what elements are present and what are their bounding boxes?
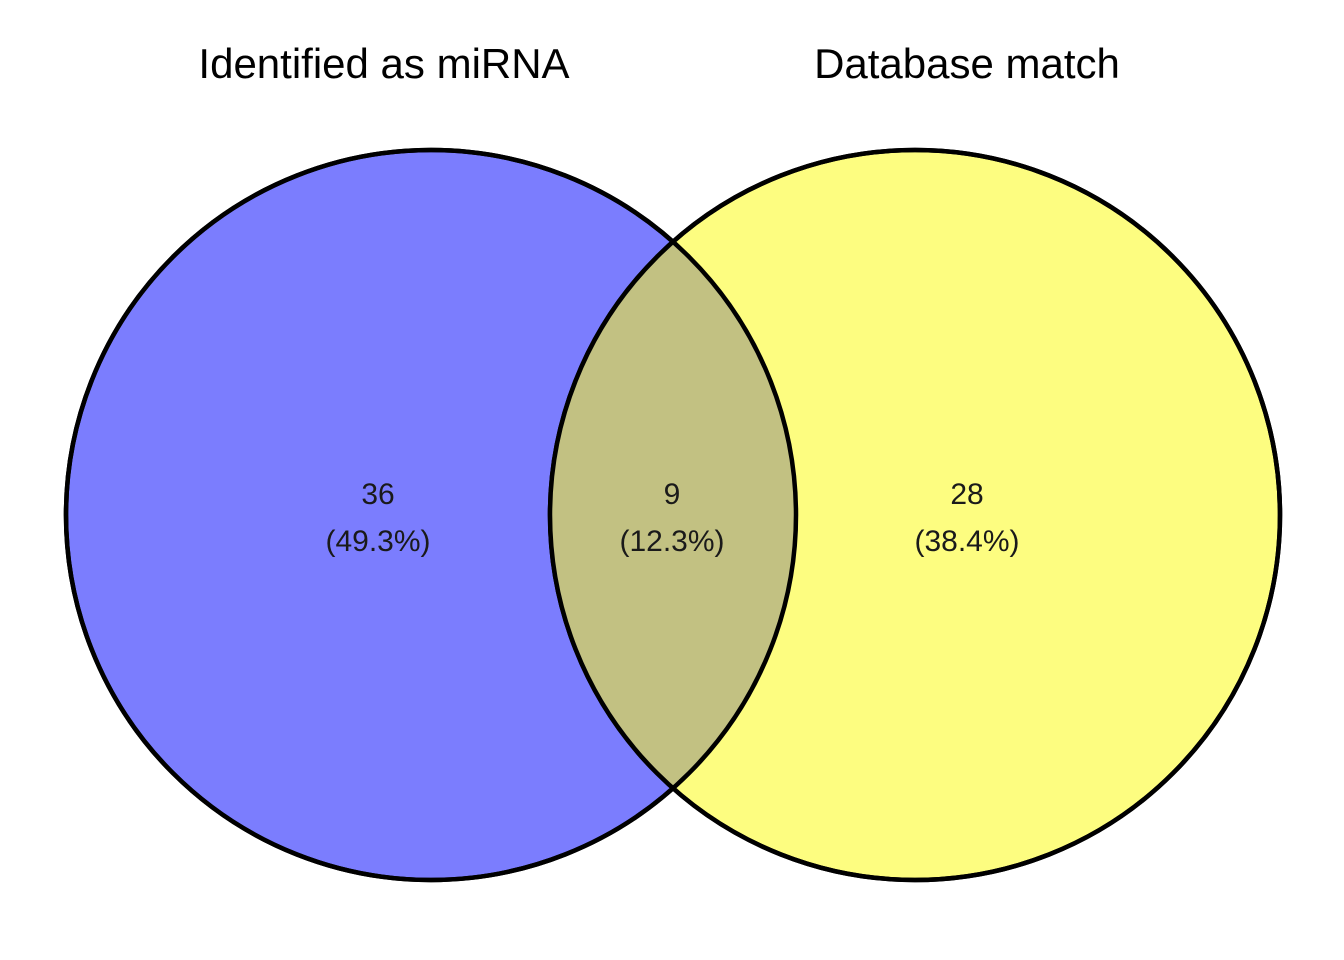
intersection-count: 9 <box>664 478 681 511</box>
set-title-right: Database match <box>814 40 1120 87</box>
set-circle-right-outline <box>547 147 1283 883</box>
intersection-region[interactable] <box>550 150 1280 880</box>
set-title-left: Identified as miRNA <box>198 40 569 87</box>
left-only-percent: (49.3%) <box>325 525 430 558</box>
intersection-clip-group <box>550 150 1280 880</box>
right-only-count: 28 <box>950 478 983 511</box>
set-circle-left-outline <box>63 147 799 883</box>
left-only-count: 36 <box>361 478 394 511</box>
intersection-percent: (12.3%) <box>619 525 724 558</box>
right-only-percent: (38.4%) <box>914 525 1019 558</box>
